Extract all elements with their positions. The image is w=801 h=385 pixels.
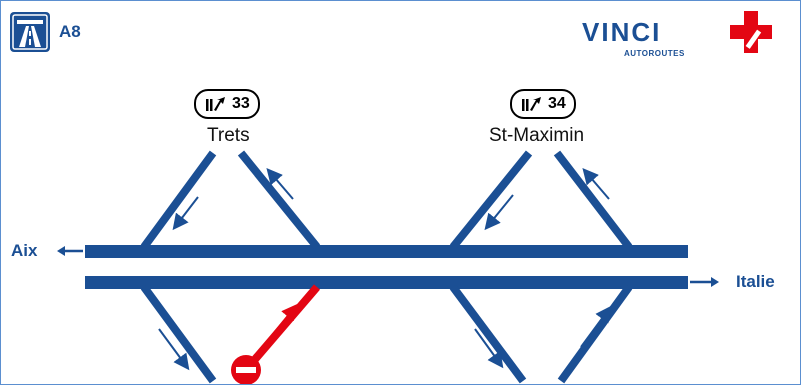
brand-mark-icon [730,11,772,53]
exit-badge-33: 33 [194,89,260,119]
ramp-34-entry-west [553,150,633,250]
flow-arrow-icon [580,305,612,348]
exit-number-34: 34 [548,95,566,112]
road-name: A8 [59,22,81,41]
exit-town-33: Trets [207,125,250,146]
exit-town-34: St-Maximin [489,125,585,146]
ramp-33-entry-east-closed [241,284,321,374]
flow-arrow-icon [172,196,199,231]
ramp-34-exit-east [449,284,527,384]
direction-arrow-west-icon [57,246,83,256]
exit-badge-34: 34 [510,89,576,119]
brand-logo: VINCI AUTOROUTES [582,11,782,63]
flow-arrow-icon [474,328,504,369]
carriageway-eastbound [85,276,688,289]
motorway-icon [10,12,50,52]
direction-arrow-east-icon [690,277,719,287]
flow-arrow-icon [484,194,514,231]
ramp-33-entry-west [237,150,321,250]
flow-arrow-icon [582,167,610,200]
brand-name: VINCI [582,17,662,47]
flow-arrow-icon [158,328,190,371]
exit-arrow-icon [522,97,541,111]
ramp-34-exit-west [449,150,533,250]
road-header: A8 [9,11,81,53]
direction-label-east: Italie [736,272,775,291]
exit-number-33: 33 [232,95,250,112]
no-entry-icon [231,355,261,384]
ramp-34-entry-east [557,284,633,384]
carriageway-westbound [85,245,688,258]
flow-arrow-closed-icon [263,303,298,346]
ramp-33-exit-west [140,150,217,250]
exit-arrow-icon [206,97,225,111]
brand-subtitle: AUTOROUTES [624,49,685,58]
flow-arrow-icon [266,167,294,200]
ramp-33-exit-east [140,284,217,384]
direction-label-west: Aix [11,241,38,260]
